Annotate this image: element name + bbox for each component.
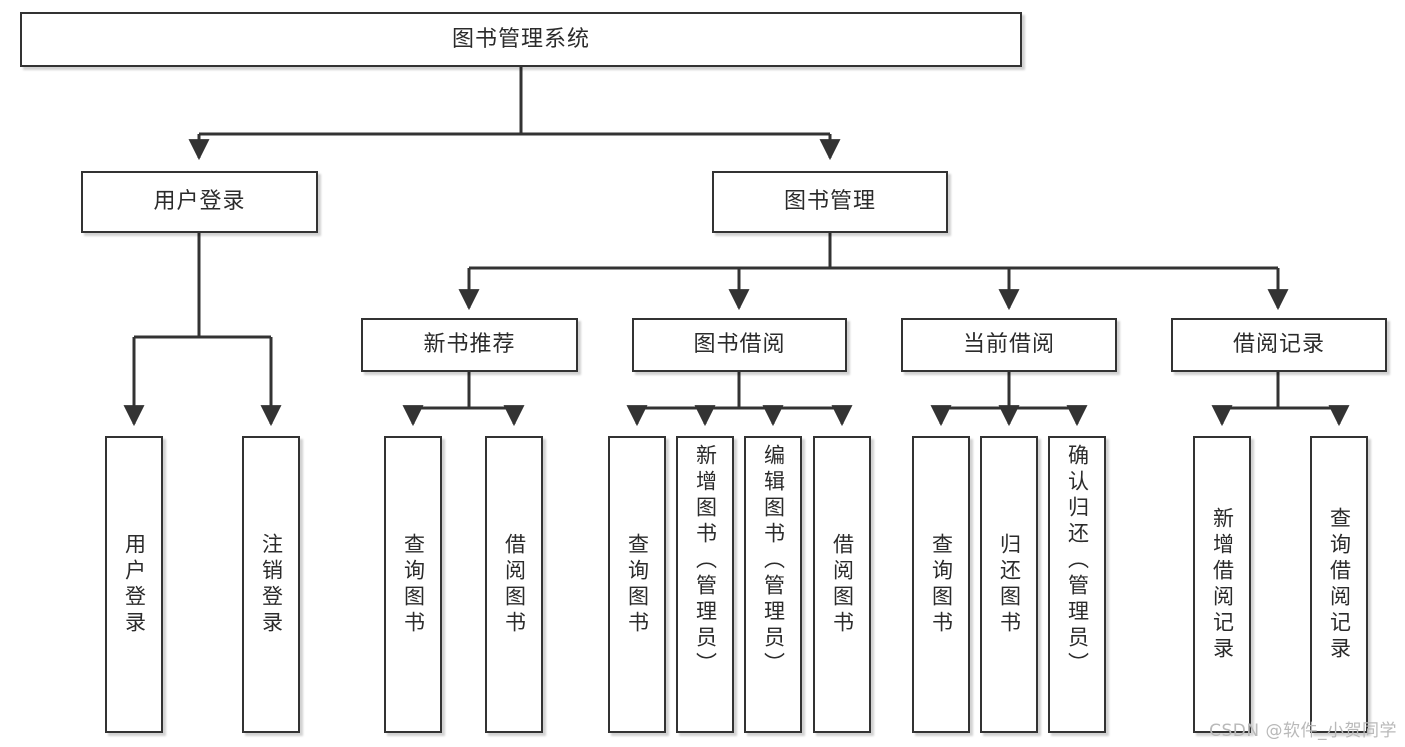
node-book-borrow[interactable]: 图书借阅 <box>632 318 847 372</box>
leaf-record-add-borrow-record[interactable]: 新增借阅记录 <box>1193 436 1251 733</box>
leaf-recommend-query-book[interactable]: 查询图书 <box>384 436 442 733</box>
node-label: 当前借阅 <box>962 332 1055 358</box>
leaf-label: 归还图书 <box>997 532 1022 637</box>
leaf-borrow-add-book-admin[interactable]: 新增图书（管理员） <box>676 436 734 733</box>
leaf-label: 用户登录 <box>122 532 147 637</box>
leaf-borrow-borrow-book[interactable]: 借阅图书 <box>813 436 871 733</box>
leaf-current-confirm-return-admin[interactable]: 确认归还（管理员） <box>1048 436 1106 733</box>
node-label: 图书管理系统 <box>451 26 590 52</box>
leaf-user-login-signin[interactable]: 用户登录 <box>105 436 163 733</box>
leaf-label: 确认归还（管理员） <box>1065 444 1090 678</box>
leaf-label: 新增图书（管理员） <box>693 444 718 678</box>
node-new-book-recommend[interactable]: 新书推荐 <box>361 318 578 372</box>
leaf-label: 注销登录 <box>259 532 284 637</box>
node-root-book-management-system[interactable]: 图书管理系统 <box>20 12 1022 67</box>
leaf-label: 借阅图书 <box>830 532 855 637</box>
node-borrow-record[interactable]: 借阅记录 <box>1171 318 1387 372</box>
leaf-label: 查询图书 <box>625 532 650 637</box>
leaf-user-login-signout[interactable]: 注销登录 <box>242 436 300 733</box>
node-label: 新书推荐 <box>423 332 516 358</box>
node-label: 图书管理 <box>783 189 876 215</box>
node-user-login[interactable]: 用户登录 <box>81 171 318 233</box>
leaf-label: 查询图书 <box>929 532 954 637</box>
leaf-borrow-query-book[interactable]: 查询图书 <box>608 436 666 733</box>
leaf-label: 查询图书 <box>401 532 426 637</box>
leaf-record-query-borrow-record[interactable]: 查询借阅记录 <box>1310 436 1368 733</box>
leaf-label: 编辑图书（管理员） <box>761 444 786 678</box>
leaf-recommend-borrow-book[interactable]: 借阅图书 <box>485 436 543 733</box>
leaf-label: 借阅图书 <box>502 532 527 637</box>
node-label: 借阅记录 <box>1232 332 1325 358</box>
node-book-management[interactable]: 图书管理 <box>712 171 948 233</box>
node-label: 用户登录 <box>153 189 246 215</box>
leaf-label: 新增借阅记录 <box>1210 506 1235 663</box>
node-label: 图书借阅 <box>693 332 786 358</box>
leaf-current-query-book[interactable]: 查询图书 <box>912 436 970 733</box>
leaf-current-return-book[interactable]: 归还图书 <box>980 436 1038 733</box>
node-current-borrow[interactable]: 当前借阅 <box>901 318 1117 372</box>
leaf-borrow-edit-book-admin[interactable]: 编辑图书（管理员） <box>744 436 802 733</box>
leaf-label: 查询借阅记录 <box>1327 506 1352 663</box>
watermark-text: CSDN @软件_小贺同学 <box>1209 721 1397 741</box>
